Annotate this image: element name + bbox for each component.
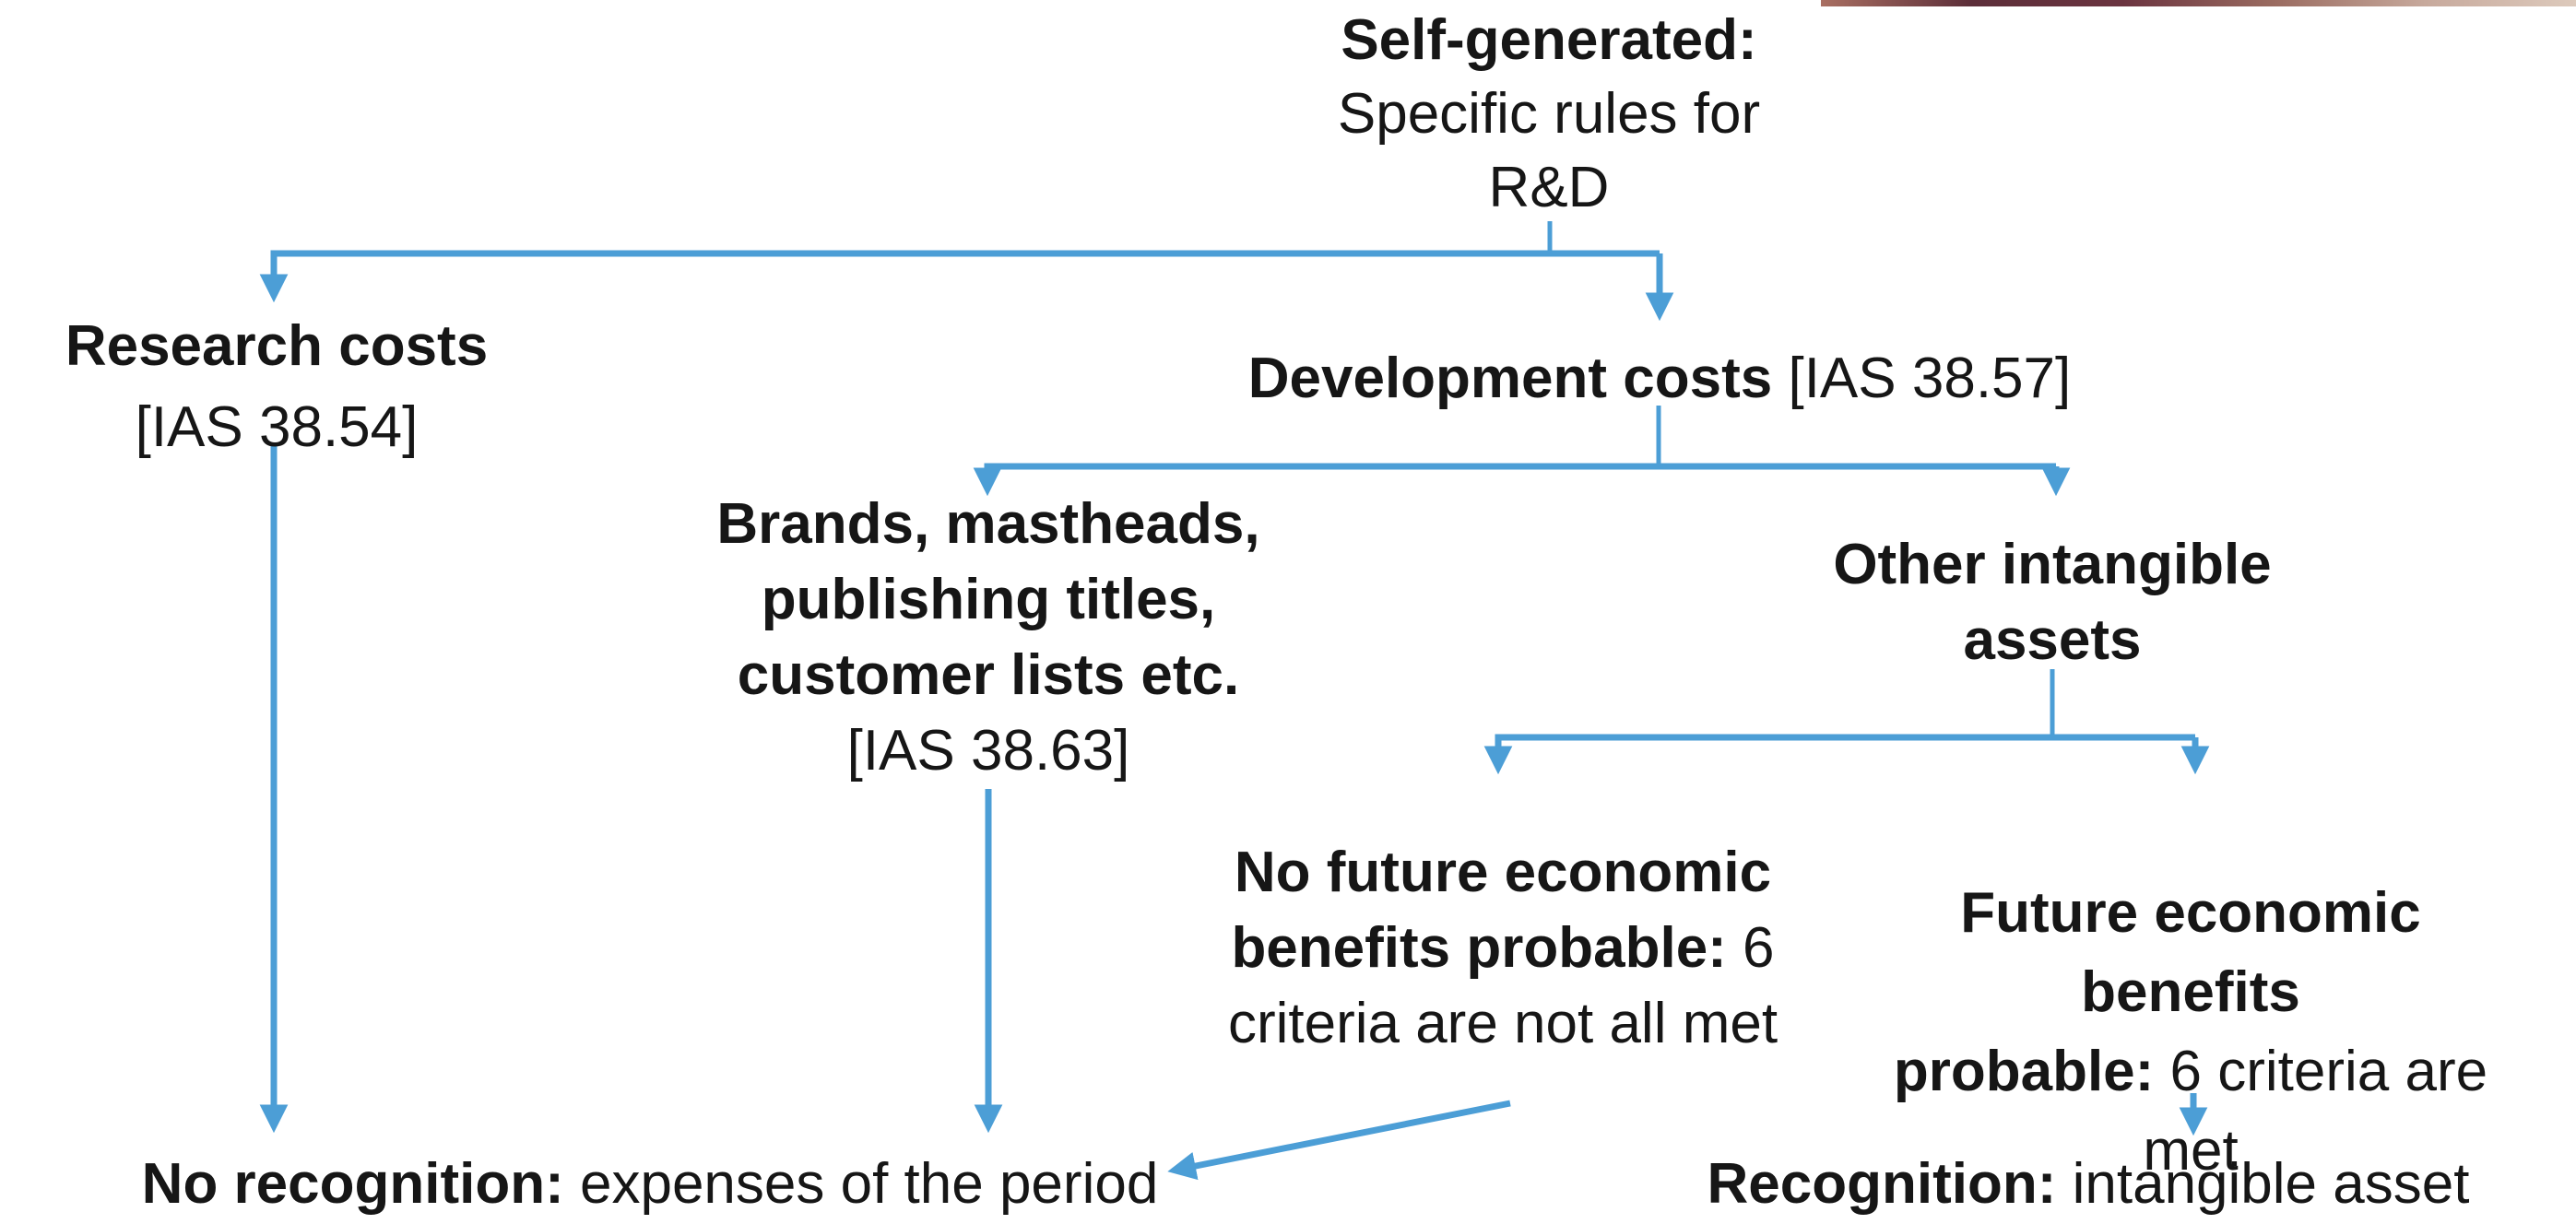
node-nofuture-line2: benefits probable: 6	[1217, 911, 1789, 986]
node-self-generated-line3: R&D	[1488, 156, 1610, 219]
node-recognition-rest: intangible asset	[2056, 1152, 2470, 1216]
node-nofuture-line1: No future economic	[1234, 841, 1772, 904]
node-research-costs-title: Research costs	[65, 314, 489, 378]
edge-root-to-research	[259, 250, 1660, 303]
node-no-recognition: No recognition: expenses of the period	[129, 1147, 1171, 1222]
node-nofuture-line2-bold: benefits probable:	[1231, 916, 1727, 980]
node-recognition-title: Recognition:	[1707, 1152, 2057, 1216]
node-development-costs-ref: [IAS 38.57]	[1772, 347, 2072, 410]
edge-development-to-brands	[973, 463, 2056, 497]
node-no-future-benefits: No future economic benefits probable: 6 …	[1217, 835, 1789, 1062]
node-brands-line2: publishing titles,	[761, 568, 1216, 631]
node-no-recognition-title: No recognition:	[141, 1152, 564, 1216]
node-self-generated-line2: Specific rules for	[1337, 82, 1761, 146]
node-nofuture-line3: criteria are not all met	[1227, 992, 1778, 1055]
node-nofuture-line2-rest: 6	[1726, 916, 1775, 980]
top-right-accent-bar	[1821, 0, 2576, 6]
node-brands-ref: [IAS 38.63]	[846, 719, 1130, 783]
node-future-line1: Future economic benefits	[1960, 881, 2421, 1024]
node-future-line2-rest: 6 criteria are met	[2143, 1040, 2488, 1183]
node-self-generated-title: Self-generated:	[1341, 8, 1757, 72]
node-future-benefits: Future economic benefits probable: 6 cri…	[1848, 874, 2534, 1191]
node-research-costs-ref: [IAS 38.54]	[135, 395, 419, 459]
node-recognition: Recognition: intangible asset	[1706, 1147, 2471, 1222]
node-research-costs: Research costs [IAS 38.54]	[46, 306, 507, 468]
node-no-recognition-rest: expenses of the period	[563, 1152, 1159, 1216]
node-development-costs: Development costs [IAS 38.57]	[1199, 341, 2121, 417]
node-other-line1: Other intangible	[1833, 533, 2272, 596]
node-brands-mastheads: Brands, mastheads, publishing titles, cu…	[710, 487, 1267, 789]
node-self-generated: Self-generated: Specific rules for R&D	[1245, 4, 1853, 225]
edge-other-to-nofuture	[1483, 734, 2195, 775]
node-future-line2-bold: probable:	[1893, 1040, 2155, 1103]
node-brands-line1: Brands, mastheads,	[716, 492, 1260, 556]
node-future-line2: probable: 6 criteria are met	[1848, 1032, 2534, 1191]
edge-nofuture-to-norecognition	[1167, 1100, 1511, 1181]
node-other-intangible-assets: Other intangible assets	[1822, 527, 2283, 678]
node-development-costs-title: Development costs	[1247, 347, 1773, 410]
node-other-line2: assets	[1963, 608, 2142, 672]
node-brands-line3: customer lists etc.	[737, 643, 1240, 707]
